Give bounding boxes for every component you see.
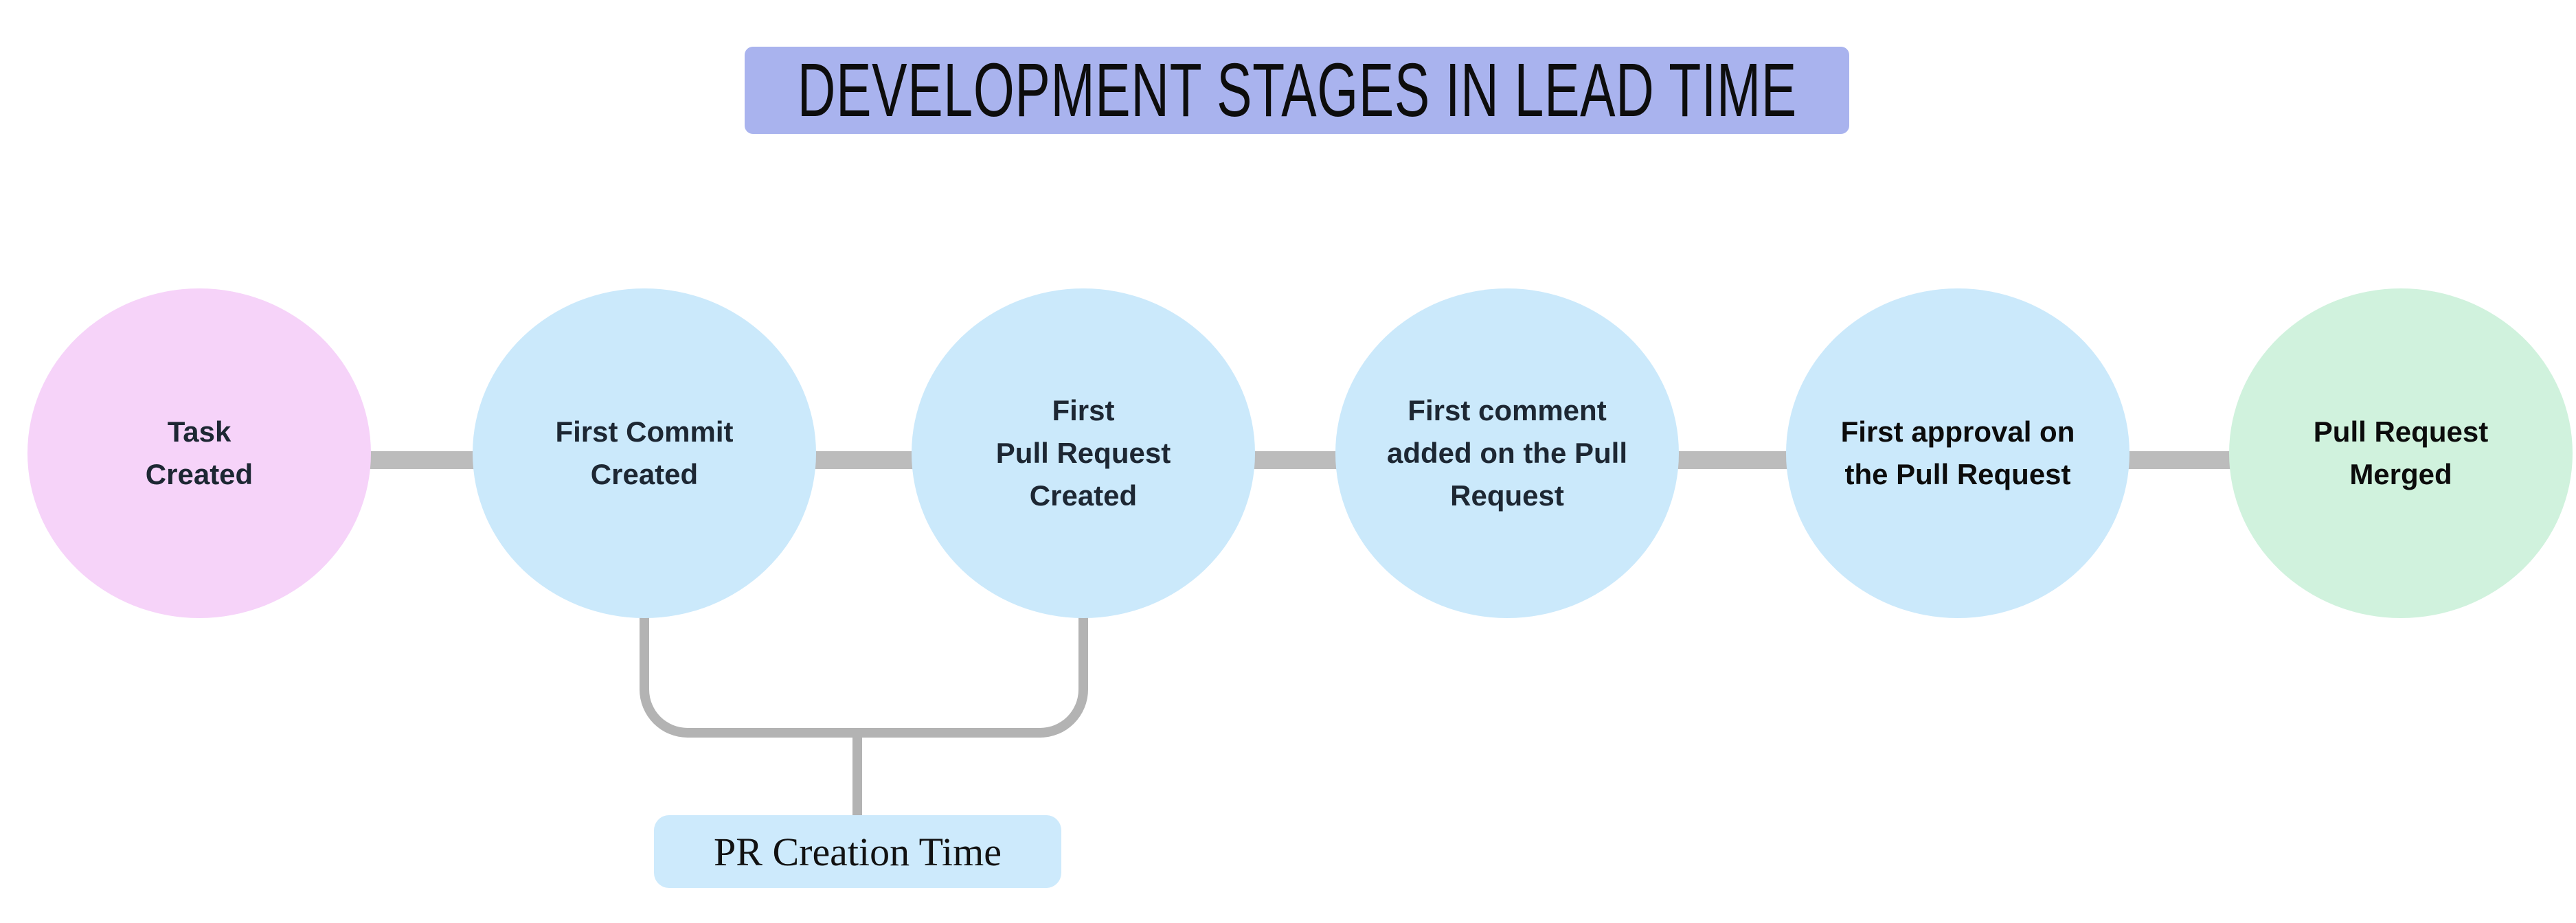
stage-label-first-commit-created: First Commit Created bbox=[555, 415, 734, 490]
diagram-title: DEVELOPMENT STAGES IN LEAD TIME bbox=[797, 48, 1797, 133]
stage-circle-first-pull-request-created: First Pull Request Created bbox=[912, 288, 1255, 618]
stage-circle-first-comment-added: First comment added on the Pull Request bbox=[1335, 288, 1679, 618]
pr-creation-time-label: PR Creation Time bbox=[654, 815, 1061, 888]
stage-circle-first-commit-created: First Commit Created bbox=[473, 288, 816, 618]
stage-label-first-approval: First approval on the Pull Request bbox=[1840, 415, 2075, 490]
pr-creation-time-text: PR Creation Time bbox=[714, 829, 1002, 874]
pr-creation-bracket-stem bbox=[852, 736, 862, 817]
stage-label-task-created: Task Created bbox=[145, 415, 253, 490]
pr-creation-bracket bbox=[640, 602, 1088, 738]
stage-circle-pull-request-merged: Pull Request Merged bbox=[2229, 288, 2573, 618]
diagram-title-badge: DEVELOPMENT STAGES IN LEAD TIME bbox=[745, 47, 1849, 134]
stage-label-first-pull-request-created: First Pull Request Created bbox=[995, 394, 1171, 512]
stage-circle-first-approval: First approval on the Pull Request bbox=[1786, 288, 2129, 618]
stage-label-pull-request-merged: Pull Request Merged bbox=[2313, 415, 2489, 490]
stage-circle-task-created: Task Created bbox=[27, 288, 371, 618]
stage-label-first-comment-added: First comment added on the Pull Request bbox=[1386, 394, 1627, 512]
